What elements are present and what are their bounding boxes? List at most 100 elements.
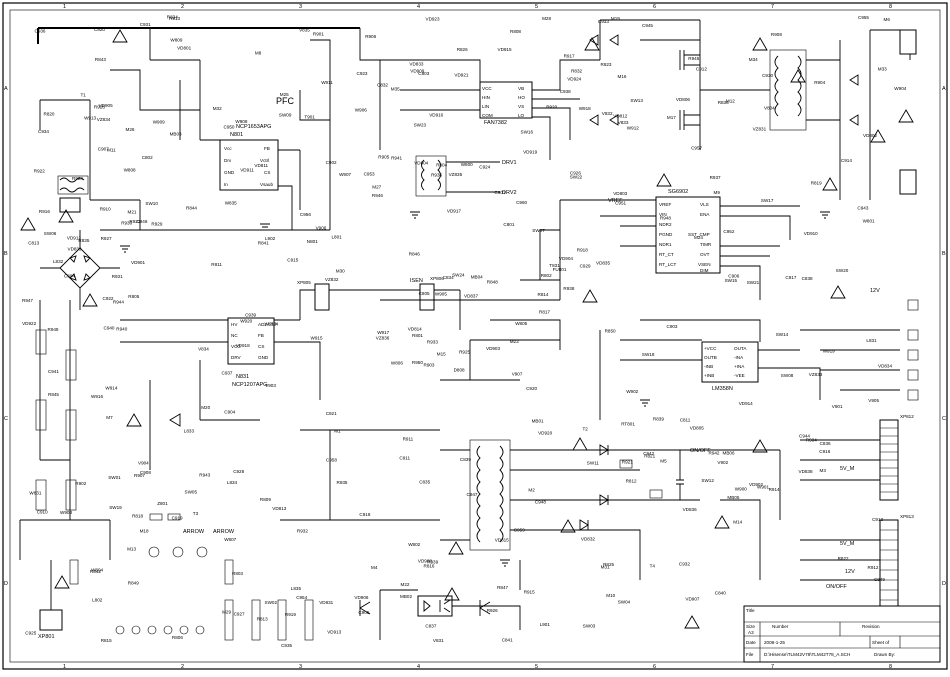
component-ref: W806 [391,361,403,366]
component-ref: R805 [128,294,139,299]
component-ref: R902 [75,481,86,486]
switch-pad [115,625,125,635]
standby-wire [299,289,460,320]
col-number: 1 [63,664,66,670]
col-number: 6 [653,4,656,10]
main-transformer-secondary [797,55,802,117]
size-label: Size [746,624,755,629]
col-number: 1 [63,4,66,10]
component-ref: C955 [858,15,869,20]
warning-triangle-icon [560,519,576,533]
component-ref: M8 [255,50,262,55]
component-ref: C953 [364,171,375,176]
net-vref: VREF [608,198,623,204]
hb-wire [359,28,600,91]
component-ref: W917 [377,330,389,335]
pfc-transformer-core [57,175,89,195]
component-ref: R821 [644,454,655,459]
res-pin: VIN [659,212,667,217]
component-ref: VD838 [799,469,813,474]
res-pin: VLS [700,202,709,207]
component-ref: W807 [224,537,236,542]
component-ref: C840 [715,590,726,595]
component-ref: SW05 [185,489,198,494]
component-ref: R802 [541,273,552,278]
component-ref: M2 [528,488,535,493]
resonant-wire [720,205,800,300]
component-ref: VD912 [67,236,81,241]
res-pin: PGND [659,232,673,237]
connector-xp802-top [899,29,917,55]
net-12v: 12V [845,569,855,575]
revision-label: Revision [862,624,880,629]
component-ref: C935 [281,643,292,648]
row-letters: A B C D A B C D [4,86,946,587]
component-ref: W902 [626,389,638,394]
pfc-tag: PFC [276,96,295,106]
net-drv2: DRV2 [502,190,517,196]
component-ref: MB03 [170,131,182,136]
component-ref: R940 [116,327,127,332]
component-ref: MB04 [471,275,483,280]
component-ref: R822 [838,556,849,561]
component-ref: R928 [94,105,105,110]
component-ref: VD920 [538,430,552,435]
component-ref: VD812 [613,114,627,119]
bridge-rectifier [40,230,120,310]
switch-row [115,625,205,635]
component-ref: R935 [337,480,348,485]
warning-triangle-icon [822,177,838,191]
pin-strips [224,559,314,641]
pfc-pin: Vctrl [260,158,269,163]
pin-box [907,299,919,311]
pfc-pin: Vcc [224,146,232,151]
component-ref: VD835 [596,261,610,266]
component-ref: C907 [98,147,109,152]
pin-box [907,329,919,341]
component-ref: R905 [378,155,389,160]
warning-triangle-icon [684,615,700,629]
component-ref: M5 [660,459,667,464]
component-ref: SW09 [279,112,292,117]
hb-wire [532,98,580,160]
component-ref: SW19 [109,505,122,510]
warning-triangle-icon [582,289,598,303]
component-ref: VD909 [410,68,424,73]
component-ref: R933 [427,339,438,344]
component-ref: R846 [409,252,420,257]
component-ref: SW04 [618,600,631,605]
component-ref: C942 [643,451,654,456]
component-ref: R949 [48,327,59,332]
col-number: 8 [889,4,892,10]
standby-pin: GND [258,355,269,360]
component-ref: R850 [605,328,616,333]
component-ref: C949 [874,577,885,582]
net-drv1: DRV1 [502,160,517,166]
drawn-label: Drawn By: [874,652,895,657]
component-ref: W916 [91,394,103,399]
transistor [479,600,491,616]
main-transformer-primary [774,55,779,117]
warning-triangle-icon [448,541,464,555]
component-ref: R844 [186,206,197,211]
pfc-pin: Vsaub [260,182,273,187]
pin-strip [224,599,234,641]
component-ref: R946 [372,193,383,198]
component-ref: VD805 [690,425,704,430]
component-ref: R848 [487,280,498,285]
component-ref: VD832 [581,537,595,542]
component-ref: R937 [710,175,721,180]
component-ref: R841 [258,240,269,245]
warning-triangle-icon [790,69,806,83]
component-ref: C958 [326,457,337,462]
standby-pin: HV [231,322,238,327]
mark-holes [148,546,208,558]
connector-wire [800,439,880,581]
component-ref: M13 [127,546,136,551]
warning-triangle-icon [584,37,600,51]
component-ref: R936 [431,172,442,177]
ground-icon [260,223,270,231]
comparator-wire [620,339,821,400]
component-ref: C820 [94,27,105,32]
